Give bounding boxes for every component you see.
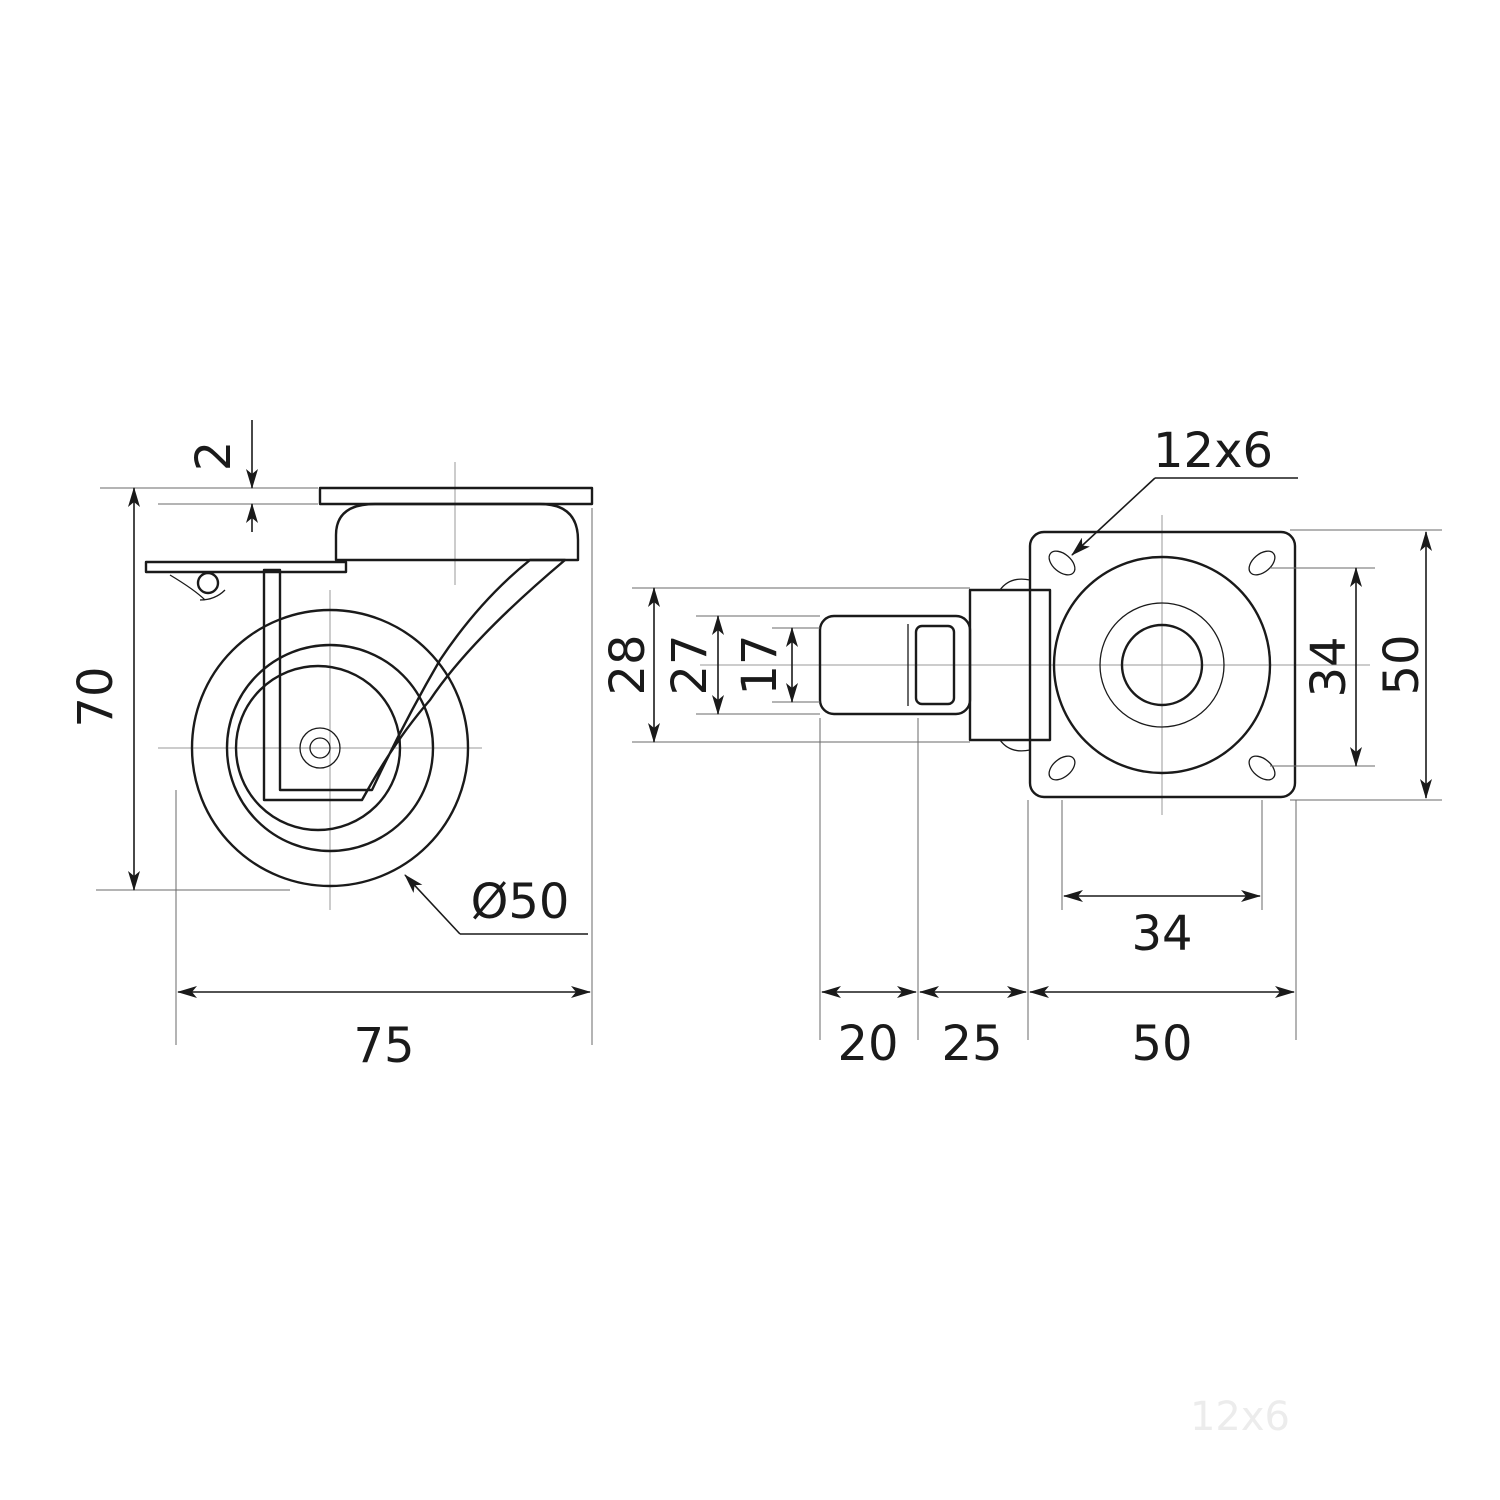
total-height-label: 70 bbox=[68, 666, 124, 727]
wheel-hub-ring bbox=[234, 664, 402, 832]
slot-holes bbox=[1048, 550, 1276, 781]
side-top-plate bbox=[318, 486, 594, 506]
brake-lever bbox=[144, 560, 348, 574]
axle-outer bbox=[299, 727, 341, 769]
side-view: 2 70 Ø50 75 bbox=[68, 420, 594, 1074]
wheel-outer bbox=[190, 608, 470, 888]
plate-width-label: 50 bbox=[1131, 1016, 1192, 1072]
swivel-housing bbox=[334, 502, 580, 562]
swivel-center-rivet bbox=[1120, 623, 1204, 707]
hole-spacing-horizontal-label: 34 bbox=[1131, 906, 1192, 962]
slot-hole-bottom-right bbox=[1248, 755, 1276, 781]
watermark-text: 12x6 bbox=[1190, 1394, 1290, 1440]
wheel-diameter-label: Ø50 bbox=[471, 874, 570, 930]
slot-hole-bottom-left bbox=[1048, 755, 1076, 781]
brake-spring bbox=[169, 574, 226, 601]
diameter-leader bbox=[404, 874, 461, 935]
slot-hole-top-left bbox=[1048, 550, 1076, 576]
slot-size-leader bbox=[1071, 477, 1156, 556]
plate-thickness-label: 2 bbox=[186, 441, 242, 472]
slot-size-label: 12x6 bbox=[1153, 423, 1273, 479]
wheel-top-outline bbox=[818, 614, 972, 716]
offset-mid-label: 25 bbox=[941, 1016, 1002, 1072]
swivel-bearing-race bbox=[1099, 602, 1225, 728]
brake-pivot bbox=[196, 571, 220, 595]
overall-width-label: 75 bbox=[353, 1018, 414, 1074]
plate-height-label: 50 bbox=[1374, 634, 1430, 695]
hole-spacing-vertical-label: 34 bbox=[1301, 636, 1357, 697]
dim-28-label: 28 bbox=[600, 634, 656, 695]
dim-27-label: 27 bbox=[662, 634, 718, 695]
dim-17-label: 17 bbox=[732, 634, 788, 695]
top-view: 28 27 17 12x6 34 50 34 20 25 bbox=[600, 423, 1442, 1072]
wheel-top-tread bbox=[914, 624, 956, 706]
wheel-rim bbox=[225, 643, 435, 853]
swivel-bearing-outer bbox=[1052, 555, 1272, 775]
offset-left-label: 20 bbox=[837, 1016, 898, 1072]
axle-inner bbox=[309, 737, 331, 759]
slot-hole-top-right bbox=[1248, 550, 1276, 576]
fork bbox=[262, 558, 567, 802]
fork-top-tabs bbox=[999, 578, 1031, 752]
square-mount-plate bbox=[1028, 530, 1297, 799]
